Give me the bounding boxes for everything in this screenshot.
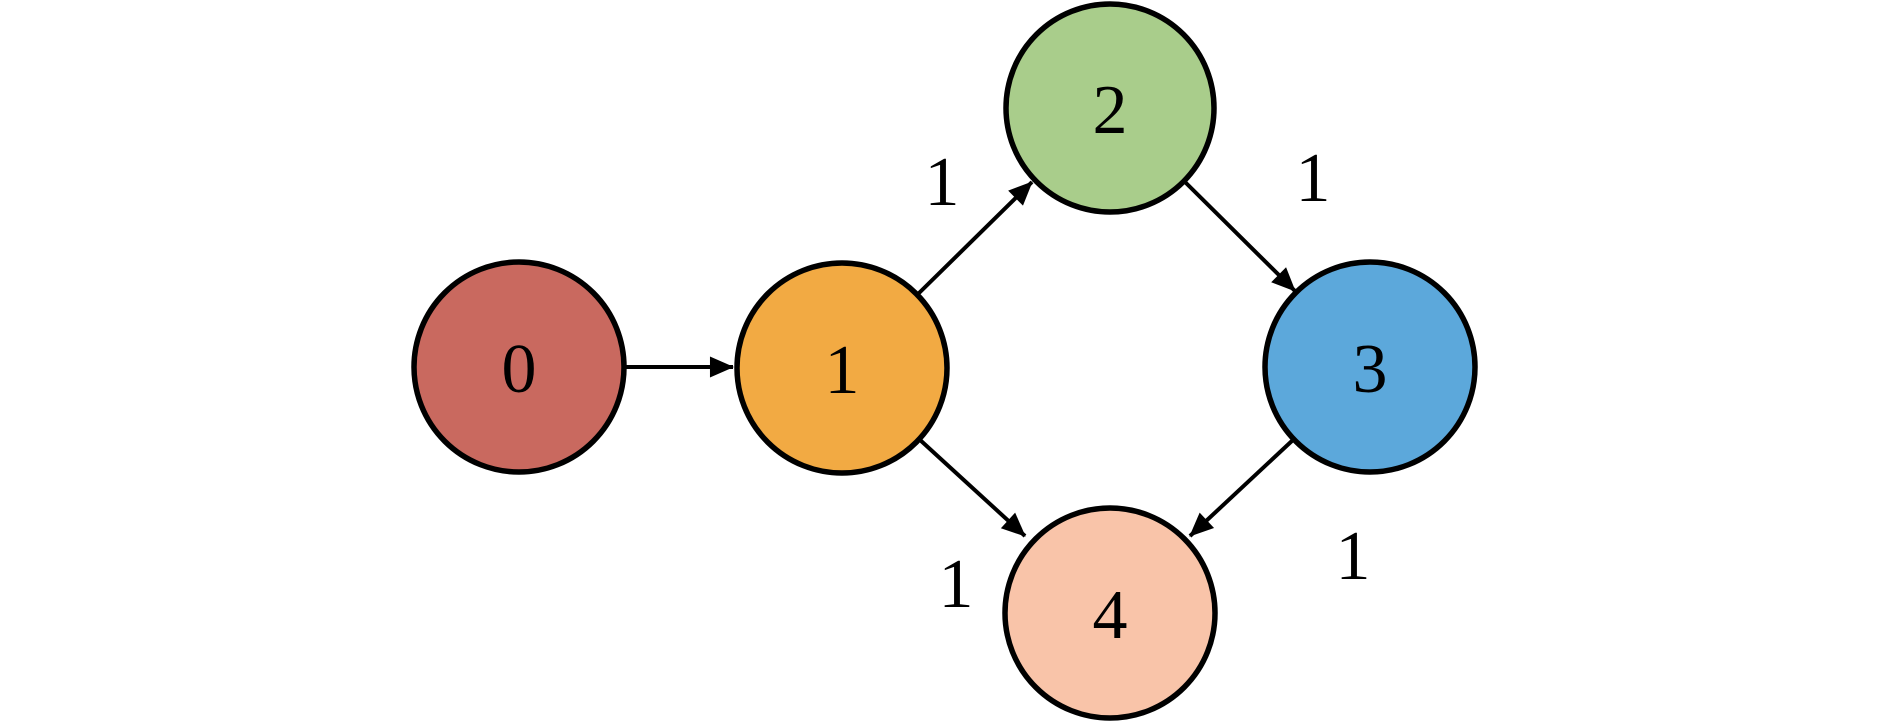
edge-1-to-2 — [915, 180, 1034, 297]
node-1-label: 1 — [825, 332, 860, 409]
node-4-label: 4 — [1093, 577, 1128, 654]
edge-2-to-3 — [1182, 179, 1297, 293]
node-0-label: 0 — [502, 331, 537, 408]
edge-3-to-4 — [1188, 437, 1296, 538]
node-4 — [1002, 505, 1218, 721]
node-3 — [1262, 259, 1478, 475]
edge-2-to-3-weight: 1 — [1296, 140, 1331, 217]
edge-1-to-2-weight: 1 — [925, 144, 960, 221]
node-0 — [411, 259, 627, 475]
edge-3-to-4-weight: 1 — [1336, 518, 1371, 595]
edge-1-to-4 — [917, 437, 1027, 538]
edge-1-to-4-weight: 1 — [939, 546, 974, 623]
node-1 — [734, 260, 950, 476]
node-2 — [1003, 1, 1217, 215]
node-2-label: 2 — [1093, 72, 1128, 149]
node-3-label: 3 — [1353, 331, 1388, 408]
